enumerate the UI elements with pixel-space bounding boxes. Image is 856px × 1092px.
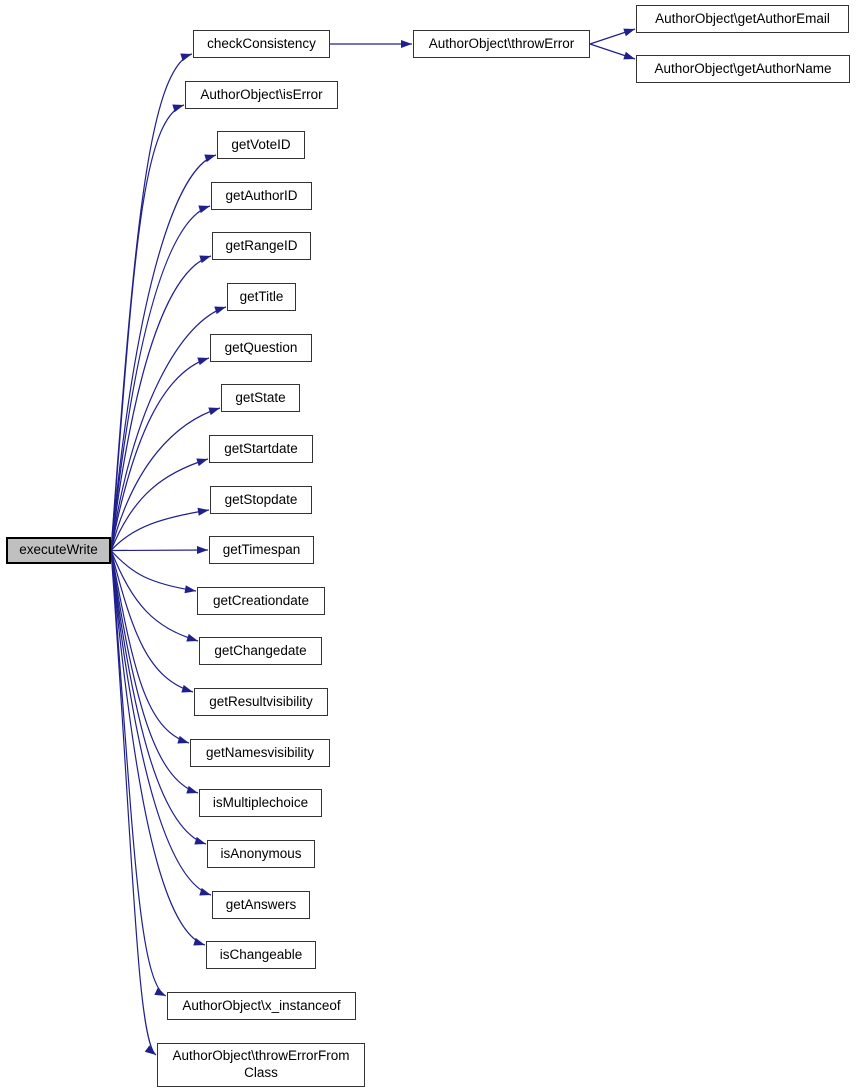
arrowhead-execute-write-to-is-multiplechoice [186, 785, 198, 794]
arrowhead-execute-write-to-is-changeable [193, 937, 205, 946]
arrowhead-execute-write-to-get-resultvisibility [181, 684, 193, 693]
arrowhead-execute-write-to-get-author-id [198, 205, 210, 214]
node-check-consistency[interactable]: checkConsistency [193, 30, 330, 58]
node-get-changedate[interactable]: getChangedate [199, 637, 322, 665]
node-get-resultvisibility[interactable]: getResultvisibility [194, 688, 328, 716]
edge-execute-write-to-get-title [110, 306, 227, 551]
edge-execute-write-to-get-author-id [110, 205, 211, 551]
edge-execute-write-to-is-multiplechoice [110, 550, 199, 794]
edge-execute-write-to-is-changeable [110, 550, 206, 946]
arrowhead-throw-error-to-get-author-name [623, 51, 635, 60]
edge-execute-write-to-get-answers [110, 550, 212, 896]
node-is-error[interactable]: AuthorObject\isError [185, 81, 338, 109]
edge-execute-write-to-is-anonymous [110, 550, 207, 845]
arrowhead-execute-write-to-get-changedate [186, 633, 198, 642]
node-get-vote-id[interactable]: getVoteID [217, 131, 305, 159]
arrowhead-execute-write-to-throw-error-from-class [144, 1045, 156, 1055]
arrowhead-execute-write-to-check-consistency [180, 53, 192, 62]
edge-execute-write-to-is-error [110, 104, 185, 551]
node-get-author-email[interactable]: AuthorObject\getAuthorEmail [636, 5, 849, 33]
edge-execute-write-to-check-consistency [110, 53, 193, 551]
edge-execute-write-to-get-changedate [110, 550, 199, 642]
arrowhead-execute-write-to-is-anonymous [194, 836, 206, 845]
node-is-anonymous[interactable]: isAnonymous [207, 840, 315, 868]
node-get-range-id[interactable]: getRangeID [212, 232, 311, 260]
edge-execute-write-to-get-state [110, 407, 221, 551]
node-get-author-name[interactable]: AuthorObject\getAuthorName [636, 55, 850, 83]
node-get-startdate[interactable]: getStartdate [209, 435, 313, 463]
node-get-creationdate[interactable]: getCreationdate [197, 587, 325, 615]
arrowhead-execute-write-to-get-title [214, 306, 226, 315]
node-get-namesvisibility[interactable]: getNamesvisibility [190, 739, 330, 767]
edge-execute-write-to-get-timespan [110, 549, 209, 552]
arrowhead-execute-write-to-get-stopdate [197, 507, 209, 516]
node-x-instanceof[interactable]: AuthorObject\x_instanceof [167, 992, 356, 1020]
arrowhead-throw-error-to-get-author-email [623, 28, 635, 37]
edge-execute-write-to-get-resultvisibility [110, 550, 194, 693]
node-get-question[interactable]: getQuestion [210, 334, 312, 362]
node-is-multiplechoice[interactable]: isMultiplechoice [199, 789, 322, 817]
node-execute-write: executeWrite [6, 537, 111, 564]
arrowhead-execute-write-to-is-error [172, 104, 184, 113]
arrowhead-execute-write-to-get-creationdate [184, 585, 196, 594]
arrowhead-execute-write-to-get-startdate [196, 458, 208, 467]
edge-execute-write-to-get-startdate [110, 458, 209, 551]
node-get-timespan[interactable]: getTimespan [209, 536, 314, 564]
arrowhead-execute-write-to-get-question [197, 357, 209, 366]
edge-execute-write-to-get-question [110, 357, 210, 551]
edge-execute-write-to-x-instanceof [110, 550, 167, 997]
edge-execute-write-to-get-vote-id [110, 154, 217, 551]
edge-execute-write-to-get-stopdate [110, 509, 210, 551]
node-get-title[interactable]: getTitle [227, 283, 296, 311]
edge-execute-write-to-get-creationdate [110, 550, 197, 592]
arrowhead-execute-write-to-get-timespan [196, 546, 208, 555]
edge-execute-write-to-throw-error-from-class [110, 550, 157, 1056]
node-throw-error-from-class[interactable]: AuthorObject\throwErrorFrom Class [157, 1043, 365, 1087]
edge-execute-write-to-get-range-id [110, 255, 212, 551]
node-throw-error[interactable]: AuthorObject\throwError [413, 30, 590, 58]
arrowhead-execute-write-to-get-vote-id [204, 154, 216, 163]
node-get-author-id[interactable]: getAuthorID [211, 182, 312, 210]
arrowhead-execute-write-to-get-namesvisibility [177, 735, 189, 744]
arrowhead-execute-write-to-x-instanceof [154, 987, 166, 996]
edge-execute-write-to-get-namesvisibility [110, 550, 190, 744]
arrowhead-check-consistency-to-throw-error [401, 40, 412, 48]
node-get-answers[interactable]: getAnswers [212, 891, 310, 919]
arrowhead-execute-write-to-get-range-id [199, 255, 211, 264]
node-get-state[interactable]: getState [221, 384, 300, 412]
node-get-stopdate[interactable]: getStopdate [210, 486, 312, 514]
node-is-changeable[interactable]: isChangeable [206, 941, 316, 969]
arrowhead-execute-write-to-get-state [208, 407, 220, 416]
arrowhead-execute-write-to-get-answers [199, 887, 211, 896]
